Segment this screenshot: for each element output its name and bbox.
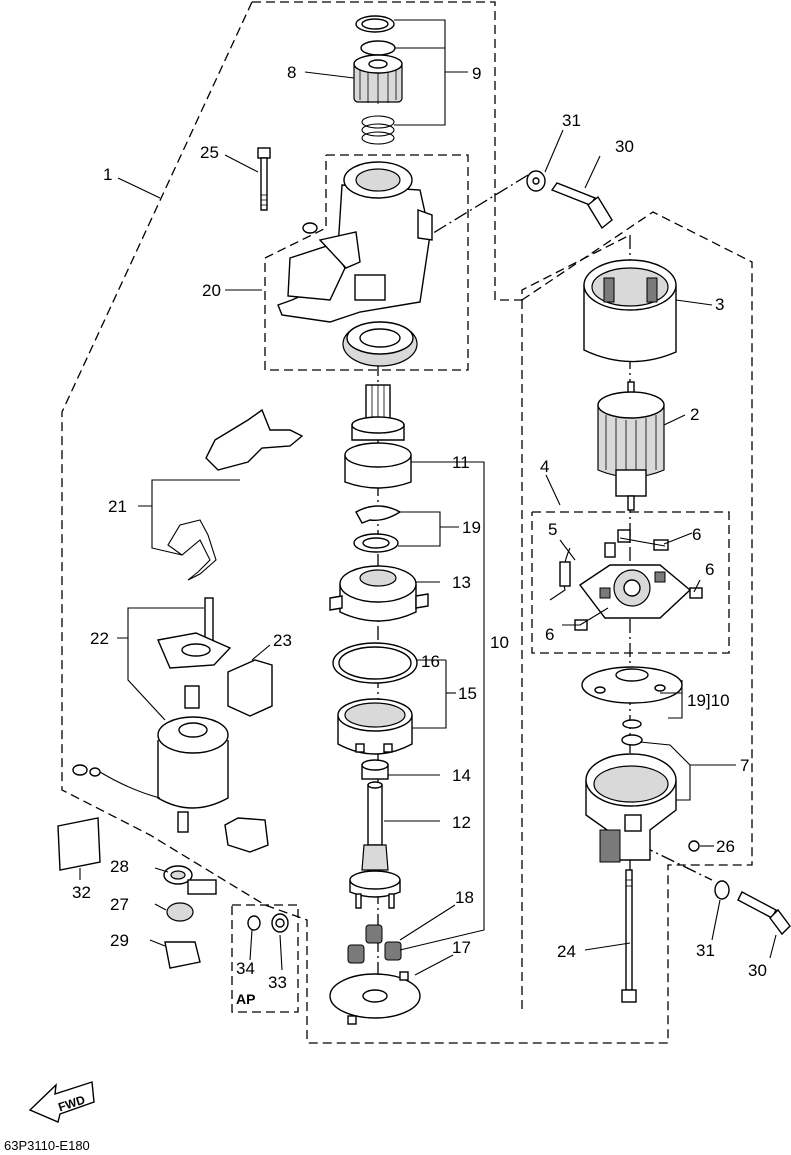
- group-4-boundary: [531, 511, 730, 654]
- callout-2: 2: [690, 405, 699, 424]
- callout-27: 27: [110, 895, 129, 914]
- callout-31a: 31: [562, 111, 581, 130]
- callout-4: 4: [540, 457, 549, 476]
- callout-25: 25: [200, 143, 219, 162]
- callout-6c: 6: [545, 625, 554, 644]
- ap-label: AP: [236, 991, 255, 1007]
- callout-24: 24: [557, 942, 576, 961]
- fwd-arrow-icon: [28, 1081, 95, 1123]
- callout-31b: 31: [696, 941, 715, 960]
- callout-9: 9: [472, 64, 481, 83]
- callout-15: 15: [458, 684, 477, 703]
- pinion-shaft-11: [344, 384, 412, 489]
- callout-26: 26: [716, 837, 735, 856]
- label-32: [57, 817, 101, 871]
- callout-6a: 6: [692, 525, 701, 544]
- callout-11: 11: [452, 453, 470, 472]
- callout-20: 20: [202, 281, 221, 300]
- callout-21: 21: [108, 497, 127, 516]
- bushing-14: [361, 759, 389, 780]
- callout-12: 12: [452, 813, 471, 832]
- callout-23: 23: [273, 631, 292, 650]
- through-bolt-24: [621, 869, 637, 1003]
- terminal-parts: [163, 865, 217, 969]
- internal-gear-15: [337, 698, 413, 755]
- lever-spring-21: [167, 408, 304, 581]
- callout-29: 29: [110, 931, 129, 950]
- callout-7: 7: [740, 756, 749, 775]
- washer-bolt-upper: [526, 170, 613, 230]
- bolt-25: [257, 147, 271, 211]
- group-10-right-boundary: [307, 211, 753, 1044]
- callout-19: 19: [462, 518, 481, 537]
- callout-14: 14: [452, 766, 471, 785]
- end-cover-7: [585, 734, 677, 863]
- callout-33: 33: [268, 973, 287, 992]
- callout-labels: 1 2 3 4 5 6 6 6 6 7 8 9 10 11 12 13 14 1…: [4, 63, 767, 1153]
- boot-23: [224, 659, 273, 853]
- callout-17: 17: [452, 938, 471, 957]
- callout-30b: 30: [748, 961, 767, 980]
- gasket-16: [332, 642, 418, 684]
- callout-30a: 30: [615, 137, 634, 156]
- callout-34: 34: [236, 959, 255, 978]
- callout-28: 28: [110, 857, 129, 876]
- callout-3: 3: [715, 295, 724, 314]
- brush-holder-4: [549, 529, 703, 631]
- callout-18: 18: [455, 888, 474, 907]
- group-1-boundary-left: [61, 1, 308, 1043]
- washer-bolt-lower: [714, 880, 791, 936]
- screw-26: [688, 840, 700, 852]
- group-boundaries: [61, 1, 753, 1044]
- callout-19-10: 19]10: [687, 691, 730, 710]
- gear-housing-13: [329, 565, 429, 622]
- planet-gears-18: [347, 924, 402, 964]
- group-20-boundary: [264, 154, 469, 371]
- callout-6b: 6: [705, 560, 714, 579]
- clip-washer-19: [353, 505, 402, 553]
- callout-32: 32: [72, 883, 91, 902]
- callout-5: 5: [548, 520, 557, 539]
- ap-parts: [247, 913, 289, 933]
- callout-10: 10: [490, 633, 509, 652]
- leader-lines: [79, 19, 777, 976]
- planet-shaft-12: [349, 781, 401, 909]
- group-1-boundary: [252, 1, 631, 301]
- plate-17: [329, 971, 421, 1025]
- armature-2: [597, 381, 665, 511]
- front-housing-20: [277, 161, 433, 367]
- figure-code: 63P3110-E180: [4, 1138, 90, 1153]
- yoke-3: [583, 259, 677, 363]
- plate-19-10: [581, 666, 683, 729]
- callout-8: 8: [287, 63, 296, 82]
- callout-22: 22: [90, 629, 109, 648]
- callout-16: 16: [421, 652, 440, 671]
- ap-group-boundary: [231, 904, 299, 1013]
- pinion-set-9: [353, 15, 403, 145]
- callout-13: 13: [452, 573, 471, 592]
- solenoid-22: [72, 597, 232, 833]
- callout-1: 1: [103, 165, 112, 184]
- lower-bolt-axis: [639, 844, 713, 881]
